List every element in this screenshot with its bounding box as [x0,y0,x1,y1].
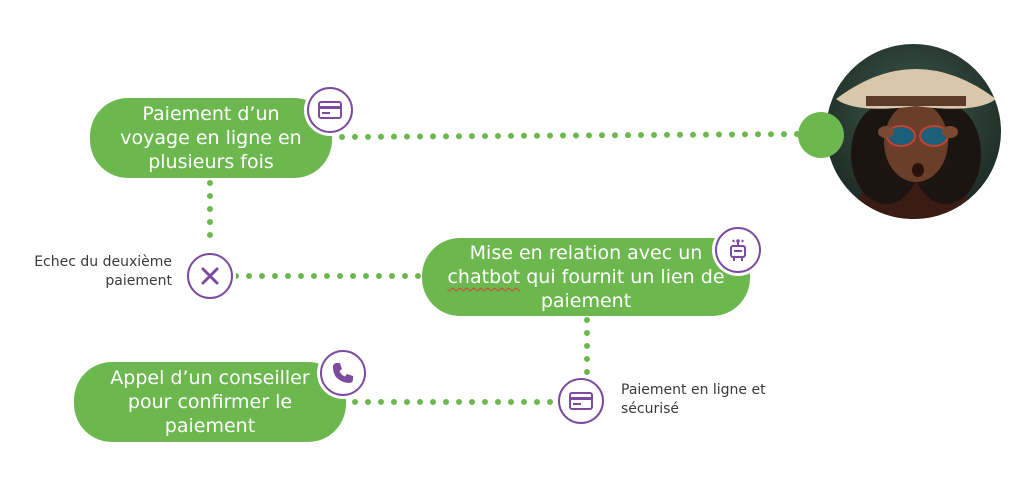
failure-label: Echec du deuxième paiement [24,253,172,291]
photo-connector-dot [798,112,844,158]
profile-photo [826,44,1001,219]
phone-icon [320,350,366,396]
step-voyage-line-1: Paiement d’un [142,103,280,125]
step-advisor-line-2: pour confirmer le [127,391,293,413]
step-chatbot-line-3: paiement [540,290,632,312]
step-chatbot-line-2: chatbot qui fournit un lien de [447,265,724,289]
failure-label-line-2: paiement [105,273,172,289]
secure-payment-label-line-1: Paiement en ligne et [621,382,766,398]
step-chatbot-line-1: Mise en relation avec un [469,242,703,264]
step-advisor-call: Appel d’un conseiller pour confirmer le … [74,362,346,442]
step-chatbot-word: chatbot [447,266,521,288]
credit-card-icon [307,87,353,133]
robot-icon [715,227,761,273]
step-chatbot: Mise en relation avec un chatbot qui fou… [422,238,750,316]
step-chatbot-line-2-rest: qui fournit un lien de [520,266,725,288]
step-advisor-line-3: paiement [164,415,256,437]
failure-label-line-1: Echec du deuxième [34,254,172,270]
step-voyage-line-3: plusieurs fois [148,151,274,173]
close-icon [187,253,233,299]
step-voyage-line-2: voyage en ligne en [120,127,302,149]
secure-payment-label: Paiement en ligne et sécurisé [621,381,801,419]
credit-card-icon-secure [558,378,604,424]
secure-payment-label-line-2: sécurisé [621,401,680,417]
step-voyage-payment: Paiement d’un voyage en ligne en plusieu… [90,98,332,178]
step-advisor-line-1: Appel d’un conseiller [110,367,310,389]
